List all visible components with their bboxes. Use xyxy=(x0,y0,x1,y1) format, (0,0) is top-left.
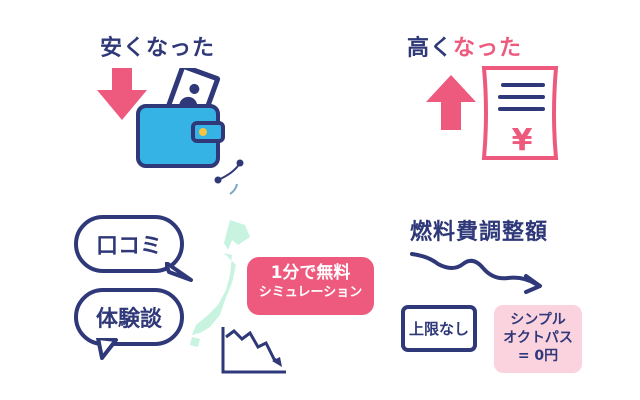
svg-text:¥: ¥ xyxy=(512,123,533,158)
pricier-title-part1: 高く xyxy=(407,36,454,61)
japan-map-icon xyxy=(190,220,250,347)
simple-octopus-zero-box: シンプル オクトパス = 0円 xyxy=(494,305,582,373)
bubble-tail-icon xyxy=(165,262,193,282)
pricier-title-part2: なった xyxy=(453,36,523,61)
declining-chart-icon xyxy=(221,327,286,374)
invoice-yen-icon: ¥ xyxy=(481,66,559,160)
up-arrow-icon xyxy=(426,75,476,130)
simulation-line2: シミュレーション xyxy=(258,285,363,300)
down-arrow-icon xyxy=(97,68,147,120)
connector-icon xyxy=(214,159,244,195)
pricier-title: 高くなった xyxy=(407,30,522,62)
plan-line2: オクトパス xyxy=(503,330,573,346)
plan-line3: = 0円 xyxy=(517,348,559,364)
simulation-line1: 1分で無料 xyxy=(270,263,351,283)
no-cap-box: 上限なし xyxy=(401,305,477,352)
plan-line1: シンプル xyxy=(510,312,566,328)
testimonials-bubble: 体験談 xyxy=(74,288,184,346)
cheaper-title: 安くなった xyxy=(100,36,216,61)
fuel-adjustment-title: 燃料費調整額 xyxy=(410,220,549,245)
bubble-tail-icon xyxy=(96,338,118,360)
wavy-down-arrow-icon xyxy=(410,252,542,294)
free-simulation-button[interactable]: 1分で無料 シミュレーション xyxy=(247,257,374,315)
wallet-icon xyxy=(136,68,225,168)
